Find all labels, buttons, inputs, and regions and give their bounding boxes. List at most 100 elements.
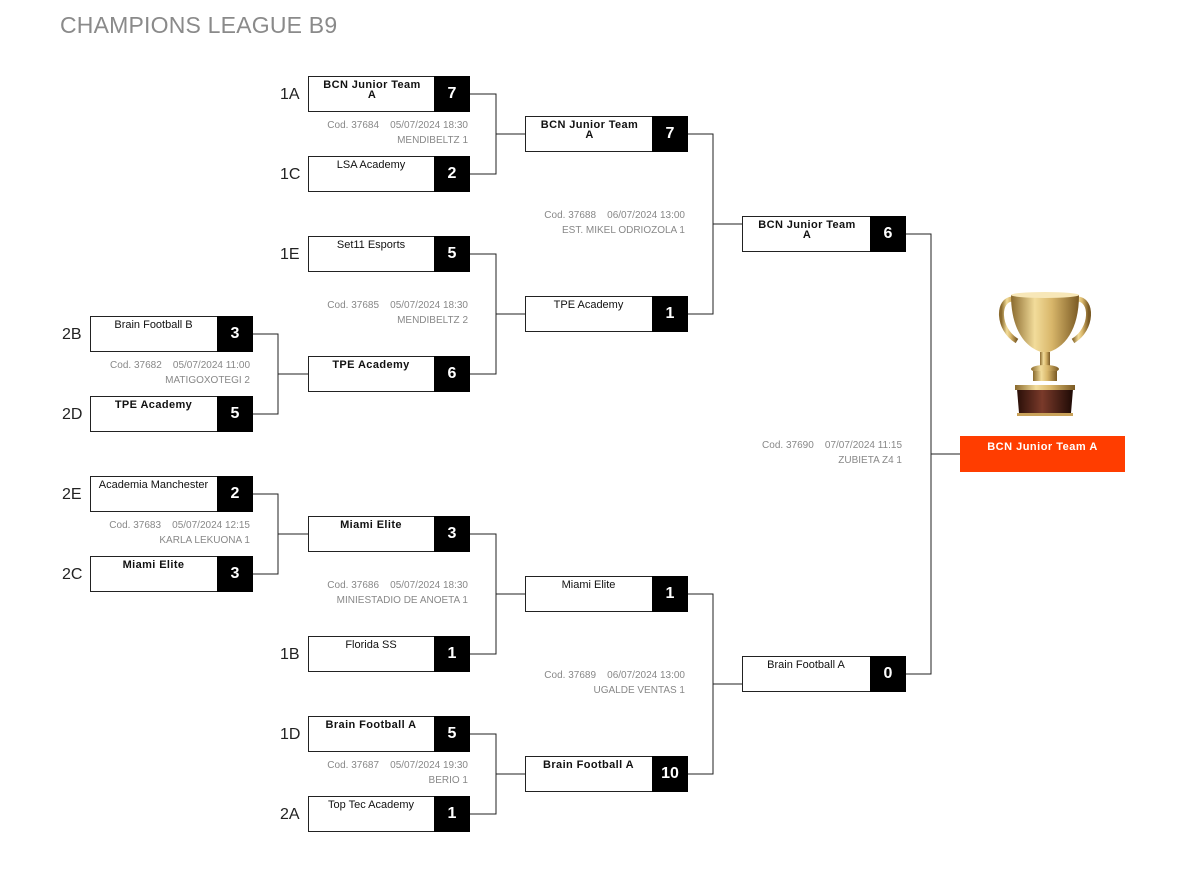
- match-date: 05/07/2024 18:30: [390, 580, 468, 591]
- match-info: Cod. 37682 05/07/2024 11:00 MATIGOXOTEGI…: [110, 358, 250, 388]
- team-score: 1: [434, 636, 470, 672]
- team-name: TPE Academy: [553, 299, 624, 311]
- team-score: 1: [652, 576, 688, 612]
- team-slot[interactable]: Top Tec Academy 1: [308, 796, 470, 832]
- match-info: Cod. 37683 05/07/2024 12:15 KARLA LEKUON…: [109, 518, 250, 548]
- seed-label: 1A: [280, 86, 300, 103]
- team-slot[interactable]: Miami Elite 3: [90, 556, 253, 592]
- match-info: Cod. 37690 07/07/2024 11:15 ZUBIETA Z4 1: [762, 438, 902, 468]
- team-name: Brain Football A: [325, 719, 417, 731]
- team-name: Miami Elite: [561, 579, 616, 591]
- team-slot[interactable]: LSA Academy 2: [308, 156, 470, 192]
- match-venue: MENDIBELTZ 2: [397, 315, 468, 326]
- match-date: 05/07/2024 11:00: [172, 360, 250, 371]
- match-venue: KARLA LEKUONA 1: [159, 535, 250, 546]
- match-code: Cod. 37688: [544, 210, 597, 221]
- match-venue: ZUBIETA Z4 1: [838, 455, 902, 466]
- team-score: 5: [217, 396, 253, 432]
- team-score: 5: [434, 236, 470, 272]
- team-score: 2: [217, 476, 253, 512]
- match-venue: MATIGOXOTEGI 2: [165, 375, 250, 386]
- match-code: Cod. 37689: [544, 670, 597, 681]
- seed-label: 1D: [280, 726, 301, 743]
- seed-label: 2A: [280, 806, 300, 823]
- team-slot[interactable]: TPE Academy 5: [90, 396, 253, 432]
- team-score: 1: [652, 296, 688, 332]
- team-name: Set11 Esports: [336, 239, 406, 251]
- team-name: Brain Football B: [114, 319, 193, 331]
- match-venue: EST. MIKEL ODRIOZOLA 1: [562, 225, 685, 236]
- seed-label: 1C: [280, 166, 301, 183]
- team-slot[interactable]: Brain Football A 0: [742, 656, 906, 692]
- team-slot[interactable]: TPE Academy 1: [525, 296, 688, 332]
- seed-label: 2C: [62, 566, 83, 583]
- match-date: 06/07/2024 13:00: [607, 210, 685, 221]
- match-code: Cod. 37685: [327, 300, 380, 311]
- team-slot[interactable]: Brain Football A 5: [308, 716, 470, 752]
- team-slot[interactable]: TPE Academy 6: [308, 356, 470, 392]
- match-venue: BERIO 1: [428, 775, 468, 786]
- team-name: Brain Football A: [543, 759, 634, 771]
- team-name: BCN Junior Team A: [540, 119, 639, 141]
- team-name: BCN Junior Team A: [323, 79, 421, 101]
- match-code: Cod. 37684: [327, 120, 380, 131]
- team-name: Miami Elite: [122, 559, 185, 571]
- match-info: Cod. 37684 05/07/2024 18:30 MENDIBELTZ 1: [327, 118, 468, 148]
- team-slot[interactable]: Brain Football A 10: [525, 756, 688, 792]
- team-name: Miami Elite: [340, 519, 402, 531]
- match-code: Cod. 37686: [327, 580, 380, 591]
- team-slot[interactable]: Miami Elite 1: [525, 576, 688, 612]
- page-title: CHAMPIONS LEAGUE B9: [60, 12, 338, 38]
- team-score: 6: [434, 356, 470, 392]
- match-date: 05/07/2024 18:30: [390, 300, 468, 311]
- team-slot[interactable]: Florida SS 1: [308, 636, 470, 672]
- match-code: Cod. 37683: [109, 520, 162, 531]
- trophy-icon: [999, 292, 1091, 416]
- team-score: 7: [652, 116, 688, 152]
- seed-label: 2D: [62, 406, 83, 423]
- team-score: 1: [434, 796, 470, 832]
- match-venue: UGALDE VENTAS 1: [593, 685, 685, 696]
- team-score: 10: [652, 756, 688, 792]
- match-date: 05/07/2024 18:30: [390, 120, 468, 131]
- team-slot[interactable]: BCN Junior Team A 6: [742, 216, 906, 252]
- team-score: 3: [217, 316, 253, 352]
- seed-label: 2B: [62, 326, 82, 343]
- match-info: Cod. 37687 05/07/2024 19:30 BERIO 1: [327, 758, 468, 788]
- match-info: Cod. 37689 06/07/2024 13:00 UGALDE VENTA…: [544, 668, 685, 698]
- team-score: 0: [870, 656, 906, 692]
- match-info: Cod. 37685 05/07/2024 18:30 MENDIBELTZ 2: [327, 298, 468, 328]
- team-slot[interactable]: BCN Junior Team A 7: [308, 76, 470, 112]
- team-name: Brain Football A: [767, 659, 845, 671]
- team-name: TPE Academy: [114, 399, 193, 411]
- match-code: Cod. 37690: [762, 440, 814, 451]
- team-score: 5: [434, 716, 470, 752]
- team-name: LSA Academy: [336, 159, 406, 171]
- team-name: Florida SS: [345, 639, 397, 651]
- team-score: 7: [434, 76, 470, 112]
- team-name: TPE Academy: [332, 359, 410, 371]
- team-slot[interactable]: BCN Junior Team A 7: [525, 116, 688, 152]
- team-name: BCN Junior Team A: [758, 219, 856, 241]
- team-slot[interactable]: Brain Football B 3: [90, 316, 253, 352]
- match-code: Cod. 37682: [110, 360, 162, 371]
- match-venue: MENDIBELTZ 1: [397, 135, 468, 146]
- team-name: Top Tec Academy: [327, 799, 414, 811]
- seed-label: 1E: [280, 246, 300, 263]
- champion-box[interactable]: BCN Junior Team A: [960, 436, 1125, 472]
- team-slot[interactable]: Miami Elite 3: [308, 516, 470, 552]
- match-code: Cod. 37687: [327, 760, 380, 771]
- team-score: 6: [870, 216, 906, 252]
- match-date: 06/07/2024 13:00: [607, 670, 685, 681]
- match-info: Cod. 37688 06/07/2024 13:00 EST. MIKEL O…: [544, 208, 685, 238]
- match-date: 07/07/2024 11:15: [824, 440, 902, 451]
- team-name: Academia Manchester: [98, 479, 209, 491]
- match-date: 05/07/2024 19:30: [390, 760, 468, 771]
- team-score: 2: [434, 156, 470, 192]
- team-score: 3: [434, 516, 470, 552]
- team-slot[interactable]: Academia Manchester 2: [90, 476, 253, 512]
- team-score: 3: [217, 556, 253, 592]
- team-slot[interactable]: Set11 Esports 5: [308, 236, 470, 272]
- seed-label: 2E: [62, 486, 82, 503]
